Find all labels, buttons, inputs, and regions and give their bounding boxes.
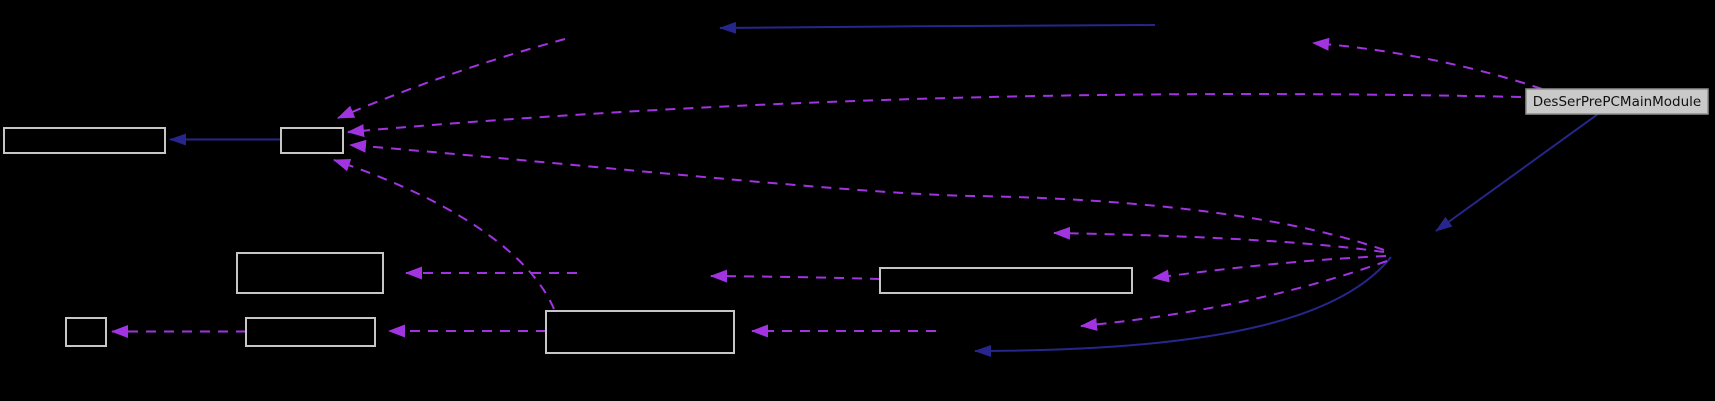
node-central[interactable] <box>545 310 735 354</box>
edge-central-to-hub-arrow <box>333 158 555 310</box>
node-main-box[interactable] <box>1525 88 1709 115</box>
edge-rightmiddle-to-center-arrow <box>710 269 881 283</box>
node-top-left[interactable] <box>3 127 166 154</box>
edge-main-to-junction-arrow <box>1435 113 1599 232</box>
edge-top-to-hub-arrow <box>337 38 566 119</box>
edge-junction-to-hub-arrow <box>349 139 1385 251</box>
node-right-middle[interactable] <box>879 267 1133 294</box>
edge-long-top-arrow <box>719 21 1156 34</box>
node-mid-left-upper[interactable] <box>236 252 384 294</box>
node-main-label: DesSerPrePCMainModule <box>1533 94 1702 110</box>
edge-main-to-hub-arrow <box>347 93 1522 138</box>
node-main[interactable]: DesSerPrePCMainModule <box>1525 88 1709 115</box>
edge-junction-to-rightmiddle-arrow <box>1152 255 1387 283</box>
node-hub[interactable] <box>280 127 344 154</box>
edge-junction-curve-bottom-arrow <box>974 256 1392 357</box>
node-small-left[interactable] <box>65 317 107 347</box>
edge-main-to-topright-arrow <box>1312 37 1543 90</box>
edge-junction-left-upper-arrow <box>1053 226 1385 253</box>
node-mid-left-lower[interactable] <box>245 317 376 347</box>
